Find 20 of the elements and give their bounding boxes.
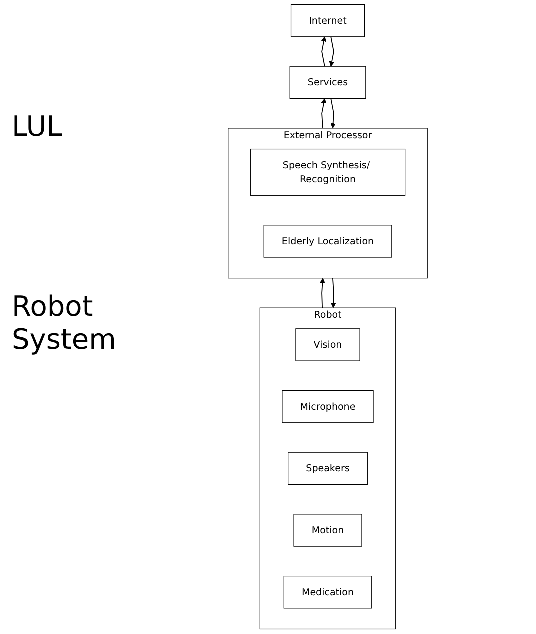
node-box: [288, 452, 368, 486]
cluster: [228, 128, 428, 279]
layer-label: LUL: [12, 110, 64, 143]
node-box: [294, 514, 362, 547]
node-box: [296, 328, 360, 362]
arrow: [329, 36, 335, 67]
arrow: [321, 98, 327, 129]
layer-label: Robot System: [12, 290, 118, 356]
node-box: [290, 66, 366, 100]
diagram: Internet Services External Processor Speech Synthesis/ Recognition Elderly Localization Robot Vision Microphone Speakers Motion Medication: [120, 0, 536, 634]
node-box: [290, 4, 366, 38]
arrow: [321, 36, 327, 68]
arrow: [331, 278, 336, 308]
node-box: [284, 576, 372, 609]
cluster: [260, 308, 396, 630]
node-box: [282, 390, 374, 424]
node-box: [264, 225, 392, 258]
arrow: [330, 98, 336, 129]
node-box: [250, 148, 406, 196]
arrow: [320, 278, 326, 309]
